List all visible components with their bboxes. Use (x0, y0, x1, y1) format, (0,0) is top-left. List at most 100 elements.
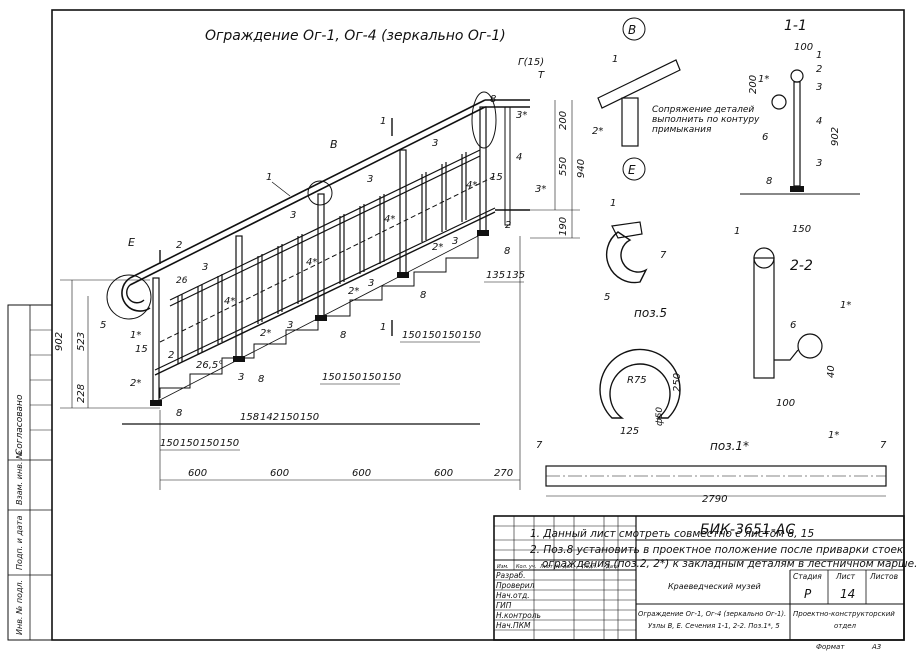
tb-sheet-header: Лист (835, 572, 856, 581)
sec11-mark-1: 1 (816, 50, 822, 61)
tb-role-razrab: Разраб. (496, 571, 525, 580)
section-1-mark-top: 1 (380, 116, 386, 127)
tb-sheets-header: Листов (869, 572, 898, 581)
pos5-dim-250: 250 (672, 373, 683, 392)
format-value: А3 (871, 643, 881, 651)
mark-3s-bottom: 3* (535, 184, 546, 195)
sec11-dim-100: 100 (794, 42, 813, 53)
mark-8-a: 8 (504, 246, 510, 257)
dim-150-13: 150 (200, 438, 219, 449)
detail-b-mark-2s: 2* (592, 126, 603, 137)
tb-object: Краеведческий музей (668, 582, 761, 591)
dim-142: 142 (260, 412, 279, 423)
mark-8-e: 8 (176, 408, 182, 419)
detail-e-mark-5: 5 (604, 292, 610, 303)
dim-135-b: 135 (506, 270, 525, 281)
detail-b-note-3: примыкания (652, 125, 712, 135)
dim-150-9: 150 (280, 412, 299, 423)
title-block-text: БИК-3651-АС Изм. Кол. уч. Лист № док. По… (496, 522, 898, 651)
dim-902-main: 902 (54, 332, 65, 351)
main-dimensions (60, 100, 580, 490)
tb-role-nkontrol: Н.контроль (496, 611, 541, 620)
tb-role-gip: ГИП (496, 601, 512, 610)
sec11-mark-1s: 1* (758, 74, 769, 85)
mark-4: 4 (516, 152, 522, 163)
pos5-dim-phi50: ф50 (655, 407, 665, 426)
mark-2s-a: 2* (432, 242, 443, 253)
section-2-2: 2-2 1 1* 6 100 40 (734, 226, 851, 409)
position-marks: 1 3 3 3 3* 3* 3 3 3 3 3 4* 4* 4* 4* 4 2*… (100, 57, 546, 419)
mark-1: 1 (266, 172, 272, 183)
mark-3-f: 3 (368, 278, 374, 289)
sec22-dim-100: 100 (776, 398, 795, 409)
stamp-sign-date: Подп. и дата (15, 515, 24, 570)
title-block (493, 515, 905, 641)
dim-150-12: 150 (180, 438, 199, 449)
mark-2s-d: 2* (130, 378, 141, 389)
sec22-mark-6: 6 (790, 320, 796, 331)
mark-4s-b: 4* (306, 257, 317, 268)
dim-190: 190 (558, 217, 569, 236)
pos1-dim-2790: 2790 (702, 494, 727, 505)
mark-15-bottom: 15 (135, 344, 148, 355)
dim-600-4: 600 (434, 468, 453, 479)
main-dimension-labels: 902 523 228 26 26,5° 200 550 940 190 135… (54, 111, 587, 479)
dim-150-14: 150 (220, 438, 239, 449)
sec11-mark-4: 4 (816, 116, 822, 127)
tb-sheet-number: 14 (840, 587, 855, 601)
pos5-title: поз.5 (634, 306, 667, 320)
tb-head-izm: Изм. (497, 564, 509, 570)
detail-b-note-1: Сопряжение деталей (652, 105, 754, 115)
pos1-title: поз.1* (710, 439, 749, 453)
section-1-mark-bottom: 1 (380, 322, 386, 333)
mark-3-h: 3 (238, 372, 244, 383)
mark-8-top: 8 (490, 94, 496, 105)
sec11-mark-3: 3 (816, 82, 822, 93)
detail-b-title: В (628, 23, 636, 37)
section-1-1-title: 1-1 (784, 18, 807, 34)
dim-150-2: 150 (422, 330, 441, 341)
dim-150-11: 150 (160, 438, 179, 449)
sec11-dim-902: 902 (830, 127, 841, 146)
callout-e-label: Е (128, 236, 135, 249)
detail-b-note-2: выполнить по контуру (652, 115, 760, 125)
pos1-detail: поз.1* 7 7 1* 2790 (536, 430, 887, 505)
note-2: 2. Поз.8 установить в проектное положени… (530, 544, 904, 556)
dim-158: 158 (240, 412, 259, 423)
mark-8-b: 8 (420, 290, 426, 301)
callout-b-label: В (330, 138, 338, 151)
mark-4s-d: 4* (466, 180, 477, 191)
sec11-dim-200: 200 (748, 75, 759, 94)
detail-e-title: Е (628, 163, 636, 177)
dim-940: 940 (576, 159, 587, 178)
tb-desc-2: Узлы В, Е. Сечения 1-1, 2-2. Поз.1*, 5 (648, 622, 780, 630)
dim-550: 550 (558, 157, 569, 176)
mark-3-g: 3 (452, 236, 458, 247)
mark-4s-a: 4* (384, 214, 395, 225)
dim-angle: 26,5° (196, 360, 223, 371)
drawing-code: БИК-3651-АС (700, 522, 795, 538)
dim-200: 200 (558, 111, 569, 130)
detail-e-mark-1: 1 (610, 198, 616, 209)
stamp-agreed: Согласовано (15, 394, 25, 455)
mark-4s-c: 4* (224, 296, 235, 307)
mark-3-d: 3 (202, 262, 208, 273)
sec11-mark-8: 8 (766, 176, 772, 187)
dim-150-1: 150 (402, 330, 421, 341)
pos5-detail: поз.5 R75 125 250 ф50 (599, 306, 683, 437)
dim-150-8: 150 (382, 372, 401, 383)
tb-stage: Р (804, 587, 812, 601)
mark-g15: Г(15) (518, 57, 544, 68)
dim-150-7: 150 (362, 372, 381, 383)
pos5-dim-125: 125 (620, 426, 639, 437)
tb-role-nachotd: Нач.отд. (496, 591, 530, 600)
tb-head-list: Лист (539, 564, 554, 570)
sec11-mark-2: 2 (816, 64, 822, 75)
tb-desc-1: Ограждение Ог-1, Ог-4 (зеркально Ог-1). (638, 610, 786, 618)
pos5-radius: R75 (627, 375, 647, 386)
detail-e-mark-7: 7 (660, 250, 667, 261)
detail-b-mark-1: 1 (612, 54, 618, 65)
mark-3-b: 3 (367, 174, 373, 185)
section-2-2-title: 2-2 (790, 258, 813, 274)
tb-head-ndok: № док. (555, 564, 574, 570)
